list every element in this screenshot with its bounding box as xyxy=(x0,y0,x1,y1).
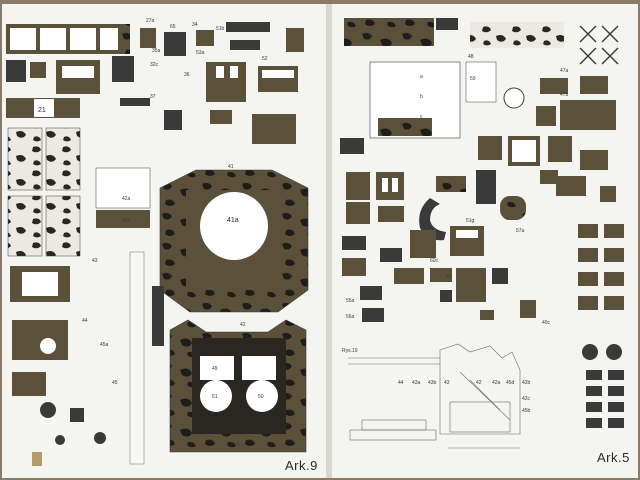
track-parts xyxy=(578,224,624,428)
band-b: b xyxy=(420,94,423,100)
part-label: 40c xyxy=(542,320,551,326)
part-label: 43 xyxy=(92,258,98,264)
part-label: 57a xyxy=(516,228,525,234)
part-label: 55a xyxy=(346,298,355,304)
part-label: 42c xyxy=(522,396,531,402)
part-label: 42a xyxy=(122,196,131,202)
part-label: 42b xyxy=(522,380,531,386)
part-label: 44 xyxy=(398,380,404,386)
hull-number-label: 21 xyxy=(38,107,46,114)
part-label: 44 xyxy=(82,318,88,324)
part-label: 42b xyxy=(122,218,131,224)
part-label: 42 xyxy=(240,322,246,328)
hull-part: 49 51 50 46 xyxy=(169,319,307,453)
part-label: 56a xyxy=(346,314,355,320)
x-grid xyxy=(579,25,619,65)
part-label: 51b xyxy=(216,26,225,32)
part-label: 45a xyxy=(100,342,109,348)
part-label: 48 xyxy=(468,54,474,60)
hull-part-51: 51 xyxy=(212,394,218,400)
part-label: 47b xyxy=(560,92,569,98)
turret-part: 41a 41 xyxy=(159,164,309,313)
part-label: 36 xyxy=(184,72,190,78)
part-label: 43 xyxy=(444,380,450,386)
part-label: 51e xyxy=(346,240,355,246)
part-label: 51g xyxy=(466,218,475,224)
left-sheet: 21 41a 41 xyxy=(2,4,328,478)
window-strip xyxy=(6,24,130,54)
turret-number: 41 xyxy=(228,164,234,170)
right-sheet: a b c xyxy=(330,4,638,478)
part-label: 45b xyxy=(522,408,531,414)
part-label: 35a xyxy=(152,48,161,54)
part-label: 27a xyxy=(146,18,155,24)
part-label: 43b xyxy=(428,380,437,386)
part-label: 52 xyxy=(262,56,268,62)
right-sheet-label: Ark.5 xyxy=(597,450,630,465)
part-label: 53a xyxy=(196,50,205,56)
part-label: 34 xyxy=(192,22,198,28)
part-label: 42 xyxy=(476,380,482,386)
part-label: 60c xyxy=(430,258,439,264)
part-label: 43a xyxy=(412,380,421,386)
turret-roof-number: 41a xyxy=(227,217,239,224)
part-label: 47a xyxy=(560,68,569,74)
hull-part-50: 50 xyxy=(258,394,264,400)
band-a: a xyxy=(420,74,423,80)
hull-part-46: 46 xyxy=(234,442,240,448)
drawing-label: Rys.19 xyxy=(342,348,358,354)
part-label: 45d xyxy=(506,380,515,386)
part-label: 45 xyxy=(112,380,118,386)
hull-part-49: 49 xyxy=(212,366,218,372)
part-label: 32c xyxy=(150,62,159,68)
part-label: 42a xyxy=(492,380,501,386)
assembly-drawing xyxy=(348,343,521,449)
band-c: c xyxy=(420,114,423,120)
part-label: 59 xyxy=(470,76,476,82)
part-label: 65 xyxy=(170,24,176,30)
part-label: 37 xyxy=(150,94,156,100)
left-sheet-label: Ark.9 xyxy=(285,458,318,473)
part-label: 54 xyxy=(446,274,452,280)
